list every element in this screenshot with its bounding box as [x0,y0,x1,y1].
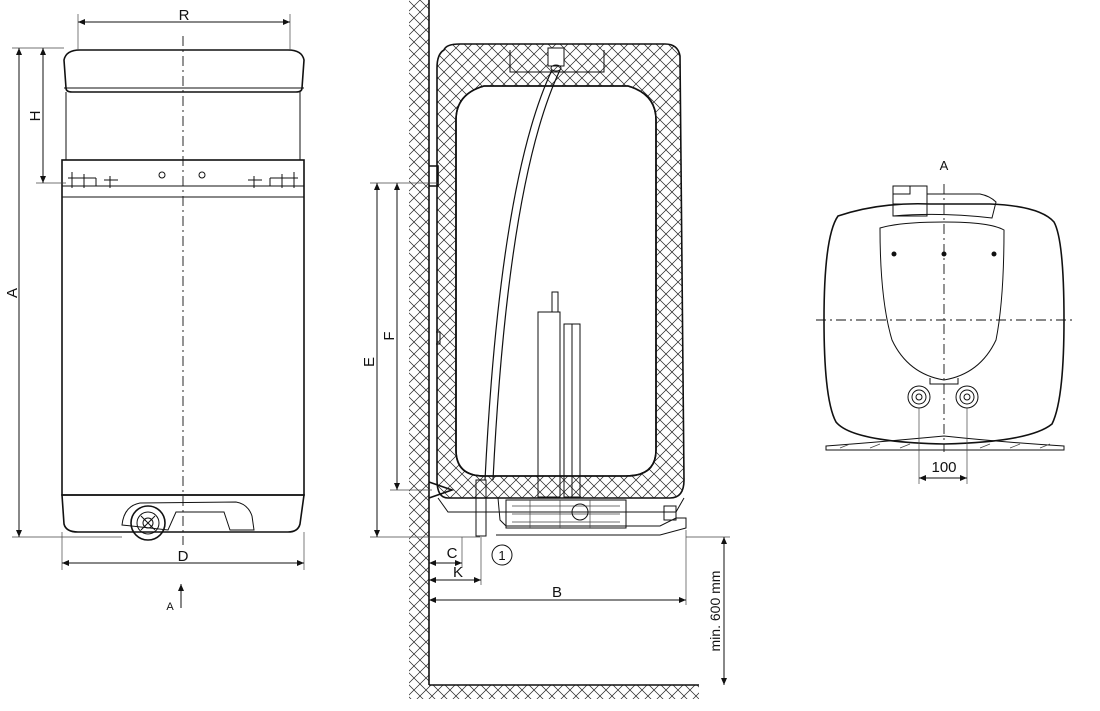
outlet-tube [484,69,553,481]
pipe-connection-left [907,385,931,409]
lower-bracket [428,481,455,499]
thermostat-knob [121,501,255,541]
dim-label-b: B [552,584,562,601]
dim-label-r: R [179,7,190,24]
callout-label: 1 [498,548,505,563]
bottom-shell [437,497,685,513]
bottom-view: A 100 [816,158,1072,484]
dim-label-clearance: min. 600 mm [707,571,723,652]
heating-element [537,311,561,498]
pipe-connection-right [955,385,979,409]
section-view: E F C K 1 B min. 600 mm [361,0,730,699]
dim-label-c: C [447,545,458,562]
electric-block [505,499,627,529]
inner-panel [879,221,1005,381]
anode-tip [551,291,559,313]
callout-circle [491,544,513,566]
upper-bracket [429,165,439,187]
view-arrow-label: A [166,601,174,613]
base-plate [825,435,1065,451]
bottom-view-outline [823,202,1065,445]
inlet-pipe [475,479,487,537]
mount-hole-right [198,171,206,179]
top-cap [63,49,305,93]
front-view: R H A D A [4,7,305,613]
bottom-cap [61,494,305,533]
dim-label-f: F [381,331,398,340]
dim-label-k: K [453,564,463,581]
top-fitting [509,50,605,73]
dim-label-spacing: 100 [931,459,956,476]
inner-tank [455,85,657,477]
dim-label-a: A [4,288,21,298]
bottom-view-title: A [940,158,949,173]
mount-hole-left [158,171,166,179]
dim-label-d: D [178,548,189,565]
outlet-tube-inner [492,69,561,481]
wall-hatch [409,0,429,685]
dim-label-h: H [27,111,44,122]
floor-hatch [409,685,699,699]
dim-label-e: E [361,357,378,367]
